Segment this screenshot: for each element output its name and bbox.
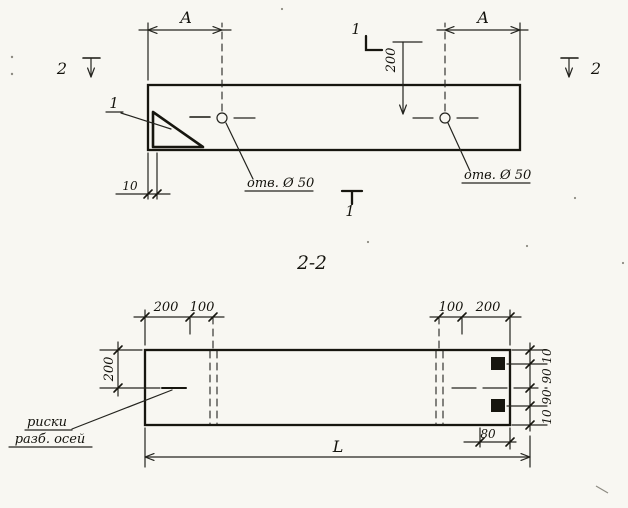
dim-200-plan: 200: [384, 41, 423, 115]
scan-specks: [10, 7, 625, 494]
dim-10-plan: 10: [115, 152, 171, 200]
dim-tick: [152, 189, 162, 199]
dim-top-right: 100 200: [429, 300, 522, 349]
dim-tick: [113, 345, 123, 355]
plan-view: 1 А А 1 1: [56, 8, 601, 220]
arrowhead: [444, 26, 455, 34]
dim-a-left: А: [138, 8, 232, 112]
arrowhead: [212, 26, 223, 34]
dim-tick: [525, 420, 535, 430]
dim-left-200: 200: [99, 341, 161, 397]
hole-left: отв. Ø 50: [189, 112, 314, 192]
dim-right-stack: 10 90 90 10: [506, 342, 554, 432]
dim-200-label: 200: [153, 300, 179, 315]
dim-80: 80: [463, 427, 517, 450]
dim-a-right: А: [436, 8, 529, 112]
dim-tick: [185, 312, 195, 322]
dim-length-label: L: [332, 437, 344, 456]
dim-a-right-label: А: [476, 8, 489, 27]
section-2-label: 2: [590, 59, 601, 78]
dim-tick: [113, 383, 123, 393]
beam-outline-plan: [146, 83, 522, 152]
dim-10-top-label: 10: [540, 348, 554, 364]
dim-a-left-label: А: [179, 8, 192, 27]
hole-callout-left: отв. Ø 50: [247, 176, 314, 191]
section-mark-1-bottom: 1: [340, 189, 364, 220]
corner-detail-triangle: [151, 110, 205, 149]
detail-leader-line: [120, 112, 172, 130]
dim-tick: [525, 383, 535, 393]
dim-tick: [457, 312, 467, 322]
dim-tick: [475, 437, 485, 447]
dim-tick: [434, 312, 444, 322]
dim-tick: [505, 312, 515, 322]
embedded-plate-top: [491, 357, 505, 370]
leader-line: [225, 122, 254, 180]
embedded-plate-bottom: [491, 399, 505, 412]
arrowhead: [399, 104, 407, 115]
arrowhead: [510, 26, 521, 34]
dim-10-label: 10: [122, 179, 138, 193]
hole-circle: [216, 112, 228, 124]
section-title: 2-2: [296, 253, 327, 274]
arrowhead: [520, 453, 531, 461]
dim-tick: [525, 345, 535, 355]
arrowhead: [144, 453, 155, 461]
hole-callout-right: отв. Ø 50: [464, 168, 531, 183]
dim-tick: [525, 401, 535, 411]
dim-tick: [208, 312, 218, 322]
section-mark-2-left: 2: [56, 57, 101, 78]
dim-80-label: 80: [480, 427, 496, 441]
axes-note: риски разб. осей: [8, 389, 173, 448]
section-mark-1-top: 1: [351, 22, 384, 52]
dim-90-top-label: 90: [540, 368, 554, 384]
dim-200-label: 200: [475, 300, 501, 315]
leader-line: [447, 122, 471, 172]
dim-100-label: 100: [190, 300, 215, 315]
section-1-label: 1: [345, 204, 354, 220]
section-view: 2-2 200 100: [8, 253, 554, 468]
section-cut-tick: [340, 189, 364, 206]
section-2-label: 2: [56, 59, 67, 78]
hole-right: отв. Ø 50: [412, 112, 531, 184]
detail-ref-label: 1: [109, 96, 118, 112]
leader-line: [71, 389, 173, 430]
dim-100-label: 100: [439, 300, 464, 315]
arrowhead: [565, 67, 573, 78]
dim-200-label: 200: [102, 357, 117, 383]
section-mark-2-right: 2: [560, 57, 601, 78]
dim-tick: [525, 359, 535, 369]
dim-top-left: 200 100: [133, 300, 225, 349]
dim-90-bottom-label: 90: [540, 389, 554, 405]
section-1-label: 1: [351, 22, 360, 38]
hole-circle: [439, 112, 451, 124]
dim-10-bottom-label: 10: [540, 409, 554, 425]
axes-note-line2: разб. осей: [15, 432, 86, 447]
arrowhead: [87, 67, 95, 78]
section-cut-tick: [364, 34, 384, 52]
dim-tick: [505, 437, 515, 447]
dim-length: L: [144, 427, 531, 468]
dim-tick: [143, 189, 153, 199]
arrowhead: [147, 26, 158, 34]
axes-note-line1: риски: [27, 415, 67, 430]
dim-tick: [140, 312, 150, 322]
dim-200-label: 200: [384, 48, 399, 74]
